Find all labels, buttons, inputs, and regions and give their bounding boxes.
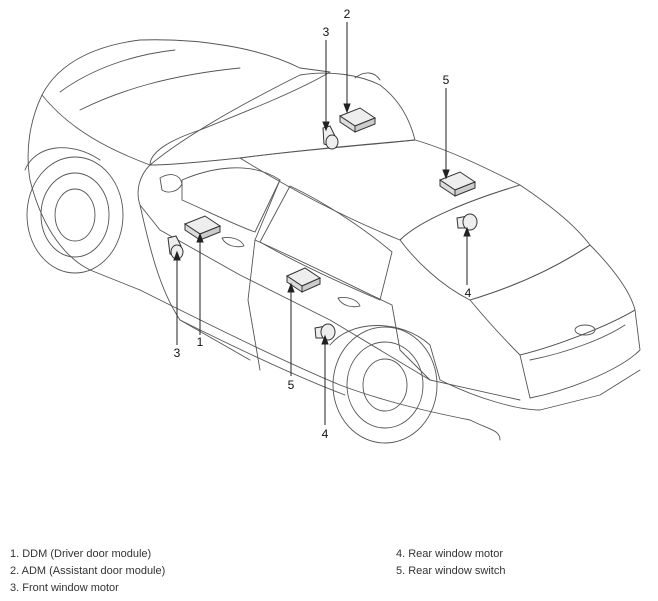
component-adm-box bbox=[338, 107, 377, 133]
legend-item-rear-window-motor: 4. Rear window motor bbox=[396, 548, 503, 560]
legend-item-rear-window-switch: 5. Rear window switch bbox=[396, 565, 506, 577]
component-rear-window-switch-top bbox=[438, 171, 477, 197]
legend-left-column: 1. DDM (Driver door module) 2. ADM (Assi… bbox=[10, 546, 165, 597]
legend-item-front-window-motor: 3. Front window motor bbox=[10, 582, 119, 594]
component-rear-window-motor-top bbox=[456, 213, 478, 231]
callout-5-rear-window-switch-side: 5 bbox=[288, 378, 295, 392]
callout-1-ddm: 1 bbox=[197, 335, 204, 349]
component-front-window-motor-right bbox=[322, 125, 339, 150]
callout-4-rear-window-motor-side: 4 bbox=[322, 427, 329, 441]
car-outline bbox=[24, 39, 641, 444]
callout-3-front-window-motor-right: 3 bbox=[323, 25, 330, 39]
component-ddm-box bbox=[183, 215, 222, 241]
callout-4-rear-window-motor-top: 4 bbox=[465, 286, 472, 300]
component-rear-window-switch-side bbox=[285, 267, 322, 293]
leader-lines bbox=[173, 22, 471, 425]
legend-item-ddm: 1. DDM (Driver door module) bbox=[10, 548, 152, 560]
callout-2-adm: 2 bbox=[344, 7, 351, 21]
car-component-location-diagram: 1 2 3 3 4 4 5 5 bbox=[24, 7, 641, 444]
legend-right-column: 4. Rear window motor 5. Rear window swit… bbox=[396, 546, 505, 580]
legend-item-adm: 2. ADM (Assistant door module) bbox=[10, 565, 166, 577]
callout-3-front-window-motor-left: 3 bbox=[174, 346, 181, 360]
callout-5-rear-window-switch-top: 5 bbox=[443, 73, 450, 87]
